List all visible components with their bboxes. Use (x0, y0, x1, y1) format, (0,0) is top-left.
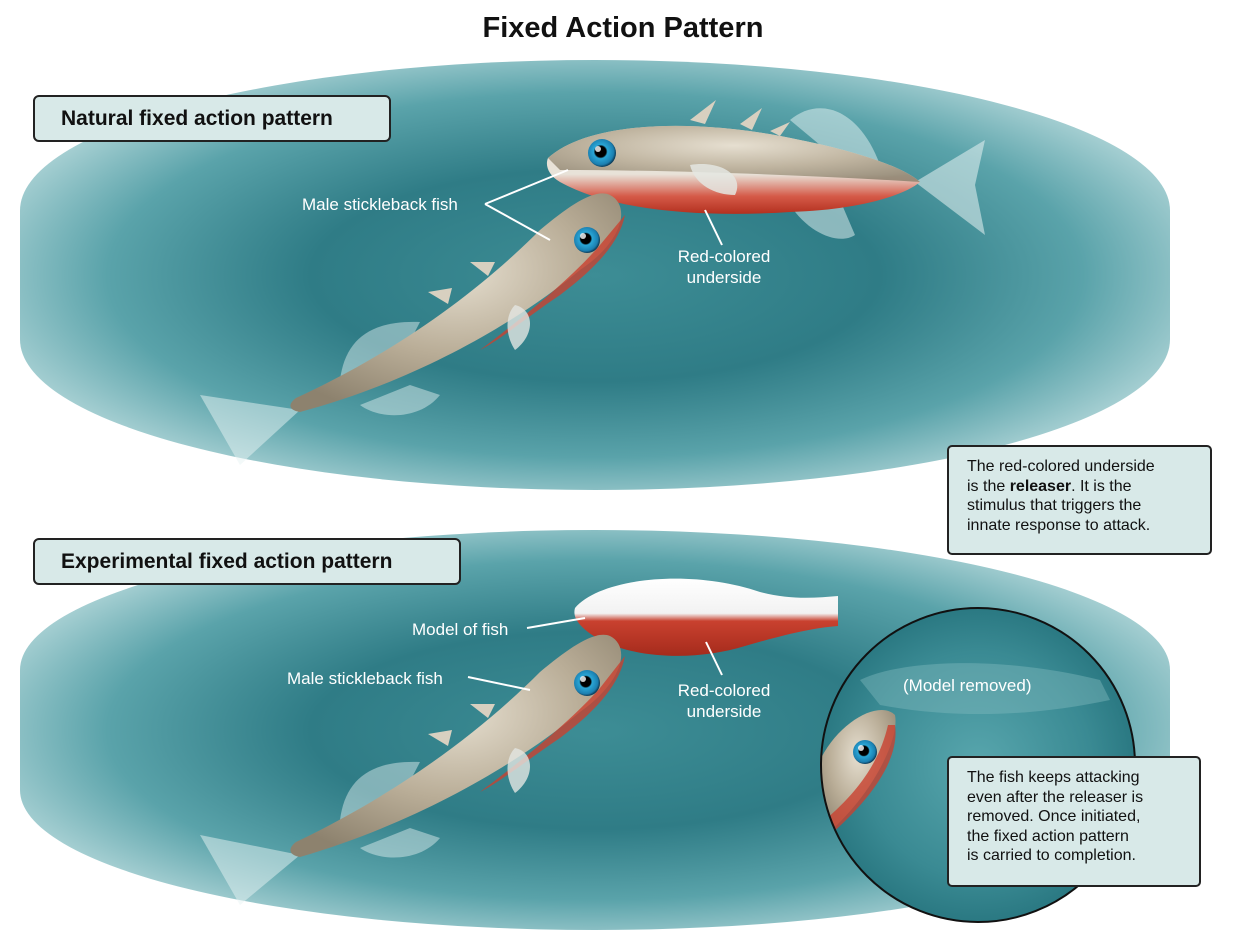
upper-stickleback-fish (546, 100, 985, 239)
page-title: Fixed Action Pattern (482, 12, 764, 44)
experimental-panel-label: Experimental fixed action pattern (33, 538, 461, 585)
completion-note: The fish keeps attacking even after the … (947, 756, 1201, 887)
experimental-leader-lines (467, 617, 723, 691)
fish-model (574, 578, 838, 656)
experimental-fish-label: Male stickleback fish (287, 669, 443, 688)
experimental-underside-label: Red-colored underside (677, 681, 771, 721)
lower-stickleback-fish (200, 193, 625, 465)
natural-underside-label: Red-colored underside (677, 247, 771, 287)
model-of-fish-label: Model of fish (412, 620, 509, 639)
natural-leader-lines (484, 169, 723, 246)
natural-panel-label: Natural fixed action pattern (33, 95, 391, 142)
model-removed-label: (Model removed) (903, 676, 1032, 695)
releaser-note: The red-colored underside is the release… (947, 445, 1212, 555)
natural-fish-label: Male stickleback fish (302, 195, 458, 214)
experimental-stickleback-fish (200, 634, 625, 905)
